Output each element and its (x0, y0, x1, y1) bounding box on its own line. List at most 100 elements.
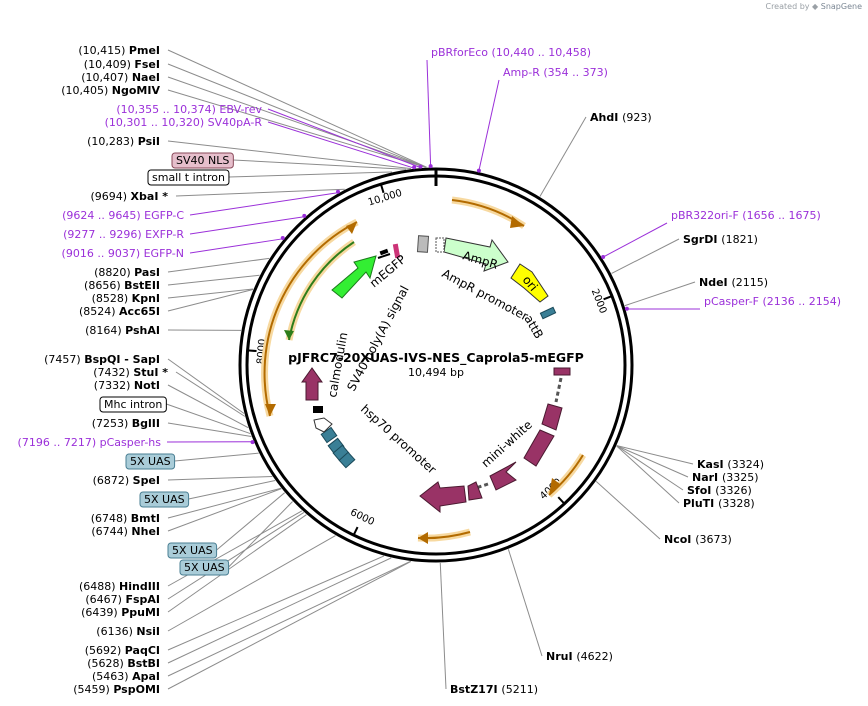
site-nrui[interactable]: NruI (4622) (546, 650, 613, 663)
ampr-promoter[interactable] (416, 235, 430, 253)
site-bglii[interactable]: (7253) BglII (92, 417, 160, 430)
site-noti[interactable]: (7332) NotI (94, 379, 160, 392)
site-stui[interactable]: (7432) StuI * (93, 366, 168, 379)
primer-mark (418, 164, 423, 169)
mini-white-exon-5[interactable] (467, 481, 483, 501)
feature-box-5x-uas-6[interactable]: 5X UAS (179, 559, 230, 576)
site-naei[interactable]: (10,407) NaeI (81, 71, 160, 84)
leader-line (167, 488, 282, 532)
site-sfoi[interactable]: SfoI (3326) (687, 484, 752, 497)
megfp-arrow[interactable] (331, 255, 377, 299)
primer-pbr322ori-f[interactable]: pBR322ori-F (1656 .. 1675) (671, 209, 821, 222)
site-name: KasI (697, 458, 727, 471)
primer-exfp-r[interactable]: (9277 .. 9296) EXFP-R (63, 228, 184, 241)
site-ahdi[interactable]: AhdI (923) (590, 111, 652, 124)
feature-box-5x-uas-5[interactable]: 5X UAS (167, 542, 218, 559)
primer-pcasper-f[interactable]: pCasper-F (2136 .. 2154) (704, 295, 841, 308)
site-label: (6744) NheI (91, 525, 160, 538)
site-label: PluTI (3328) (683, 497, 755, 510)
site-pmei[interactable]: (10,415) PmeI (78, 44, 160, 57)
leader-line (167, 560, 412, 690)
site-ndei[interactable]: NdeI (2115) (699, 276, 768, 289)
site-spei[interactable]: (6872) SpeI (93, 474, 160, 487)
mhc-intron-mark[interactable] (313, 406, 323, 413)
small-t-intron-mark[interactable] (379, 248, 389, 256)
feature-box-sv40-nls-0[interactable]: SV40 NLS (171, 152, 234, 169)
mini-white-exon-3[interactable] (523, 429, 555, 467)
site-nari[interactable]: NarI (3325) (692, 471, 759, 484)
primer-pbrforeco[interactable]: pBRforEco (10,440 .. 10,458) (431, 46, 591, 59)
leader-line (167, 475, 273, 481)
site-bstbi[interactable]: (5628) BstBI (87, 657, 160, 670)
primer-ebv-rev[interactable]: (10,355 .. 10,374) EBV-rev (116, 103, 262, 116)
site-label: AhdI (923) (590, 111, 652, 124)
site-apai[interactable]: (5463) ApaI (92, 670, 160, 683)
feature-box-mhc-intron-2[interactable]: Mhc intron (99, 396, 167, 413)
primer-pcasper-hs[interactable]: (7196 .. 7217) pCasper-hs (18, 436, 162, 449)
feature-box-5x-uas-4[interactable]: 5X UAS (139, 491, 190, 508)
site-paqci[interactable]: (5692) PaqCI (85, 644, 160, 657)
tick-mark (603, 295, 613, 301)
hsp70-promoter-arrow[interactable] (313, 417, 333, 433)
feature-box-label: 5X UAS (144, 493, 185, 506)
primer-mark (335, 189, 340, 194)
sv40-nls-mark[interactable] (392, 243, 401, 259)
site-pshai[interactable]: (8164) PshAI (85, 324, 160, 337)
primer-range: (10,440 .. 10,458) (492, 46, 592, 59)
site-ngomiv[interactable]: (10,405) NgoMIV (61, 84, 160, 97)
ampr-arrow[interactable] (443, 237, 509, 272)
site-ppumi[interactable]: (6439) PpuMI (81, 606, 160, 619)
leader-line (189, 192, 339, 216)
calmodulin-arrow[interactable] (301, 367, 323, 401)
site-position: (5628) (87, 657, 127, 670)
primer-sv40pa-r[interactable]: (10,301 .. 10,320) SV40pA-R (105, 116, 263, 129)
site-fspai[interactable]: (6467) FspAI (85, 593, 160, 606)
site-name: NotI (134, 379, 160, 392)
mini-white-arrow[interactable] (419, 481, 467, 514)
site-kpni[interactable]: (8528) KpnI (92, 292, 160, 305)
site-bstz17i[interactable]: BstZ17I (5211) (450, 683, 538, 696)
feature-box-small-t-intron-1[interactable]: small t intron (147, 169, 230, 186)
primer-egfp-n[interactable]: (9016 .. 9037) EGFP-N (62, 247, 184, 260)
site-label: (7457) BspQI - SapI (44, 353, 160, 366)
site-nhei[interactable]: (6744) NheI (91, 525, 160, 538)
site-sgrdi[interactable]: SgrDI (1821) (683, 233, 758, 246)
primer-amp-r[interactable]: Amp-R (354 .. 373) (503, 66, 608, 79)
mini-white-exon-1[interactable] (553, 367, 571, 376)
feature-box-5x-uas-3[interactable]: 5X UAS (125, 453, 176, 470)
backbone-outer-circle (238, 167, 634, 563)
site-pspomi[interactable]: (5459) PspOMI (73, 683, 160, 696)
site-hindiii[interactable]: (6488) HindIII (79, 580, 160, 593)
uas-block-1[interactable] (320, 426, 338, 444)
ori-arrow[interactable] (510, 263, 549, 303)
site-position: (8164) (85, 324, 125, 337)
features (261, 170, 586, 544)
site-bsteii[interactable]: (8656) BstEII (84, 279, 160, 292)
leader-line (167, 289, 254, 312)
site-pluti[interactable]: PluTI (3328) (683, 497, 755, 510)
site-bspqi-sapi[interactable]: (7457) BspQI - SapI (44, 353, 160, 366)
site-bmti[interactable]: (6748) BmtI (91, 512, 160, 525)
site-position: (4622) (576, 650, 613, 663)
leader-line (228, 501, 293, 568)
primer-label: (10,355 .. 10,374) EBV-rev (116, 103, 262, 116)
site-ncoi[interactable]: NcoI (3673) (664, 533, 732, 546)
primer-name: EXFP-R (145, 228, 184, 241)
site-position: (10,415) (78, 44, 129, 57)
site-xbai[interactable]: (9694) XbaI * (90, 190, 168, 203)
site-fsei[interactable]: (10,409) FseI (84, 58, 160, 71)
site-nsii[interactable]: (6136) NsiI (96, 625, 160, 638)
site-psii[interactable]: (10,283) PsiI (87, 135, 160, 148)
mini-white-exon-2[interactable] (541, 403, 563, 431)
site-acc65i[interactable]: (8524) Acc65I (79, 305, 160, 318)
site-pasi[interactable]: (8820) PasI (94, 266, 160, 279)
primer-range: (7196 .. 7217) (18, 436, 100, 449)
leader-line (167, 89, 426, 168)
mini-white-exon-4[interactable] (489, 461, 517, 491)
site-position: (7457) (44, 353, 84, 366)
attb-feature[interactable] (539, 306, 557, 320)
site-position: (3328) (718, 497, 755, 510)
primer-egfp-c[interactable]: (9624 .. 9645) EGFP-C (62, 209, 184, 222)
uas-block-4[interactable] (338, 451, 356, 469)
site-kasi[interactable]: KasI (3324) (697, 458, 764, 471)
